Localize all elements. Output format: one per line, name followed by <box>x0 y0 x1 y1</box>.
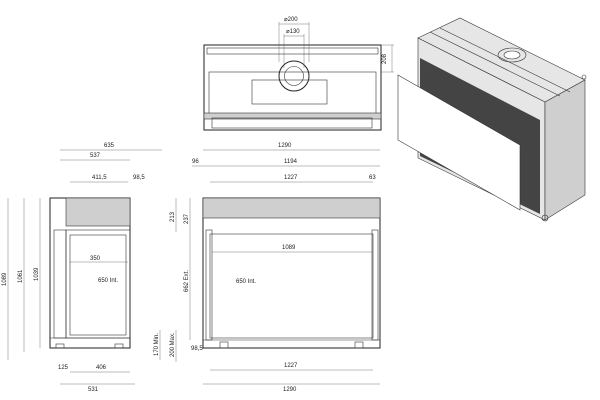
label-1227-bottom: 1227 <box>284 363 298 369</box>
label-200-max: 200 Max. <box>170 332 176 357</box>
top-view: ⌀200 ⌀130 208 <box>203 17 394 131</box>
label-213: 213 <box>170 211 176 222</box>
front-view: 1290 96 1194 1227 63 213 237 1089 650 In… <box>154 143 381 393</box>
label-237: 237 <box>184 213 190 224</box>
label-98-front: 98,5 <box>191 346 203 352</box>
side-view: 635 537 411,5 98,5 1089 1061 1039 350 65… <box>2 143 162 393</box>
label-208: 208 <box>382 53 388 64</box>
label-1194: 1194 <box>284 159 298 165</box>
label-1089-side: 1089 <box>2 272 8 286</box>
label-dia-200: ⌀200 <box>284 17 298 23</box>
label-350: 350 <box>90 256 101 262</box>
label-dia-130: ⌀130 <box>286 29 300 35</box>
label-411: 411,5 <box>92 175 107 181</box>
label-98-side: 98,5 <box>133 175 145 181</box>
flue-inner-circle <box>284 66 304 86</box>
label-531: 531 <box>88 387 99 393</box>
label-1290-top: 1290 <box>278 143 292 149</box>
label-1061: 1061 <box>18 269 24 283</box>
front-opening <box>209 233 374 339</box>
label-170-min: 170 Min. <box>154 333 160 356</box>
label-63: 63 <box>369 175 376 181</box>
label-1089-front: 1089 <box>282 245 296 251</box>
label-96: 96 <box>192 159 199 165</box>
flue-outer-circle <box>278 60 310 92</box>
label-1039: 1039 <box>34 267 40 281</box>
label-635: 635 <box>104 143 115 149</box>
label-406: 406 <box>96 365 107 371</box>
label-662: 662 Ext. <box>184 270 190 292</box>
front-view-body <box>202 197 381 349</box>
label-125: 125 <box>58 365 69 371</box>
label-650-side: 650 Int. <box>98 278 118 284</box>
label-537: 537 <box>90 153 101 159</box>
label-1227-top: 1227 <box>284 175 298 181</box>
top-view-body <box>203 44 382 131</box>
label-1290-bottom: 1290 <box>283 387 297 393</box>
isometric-view <box>397 17 587 222</box>
label-650-front: 650 Int. <box>236 279 256 285</box>
